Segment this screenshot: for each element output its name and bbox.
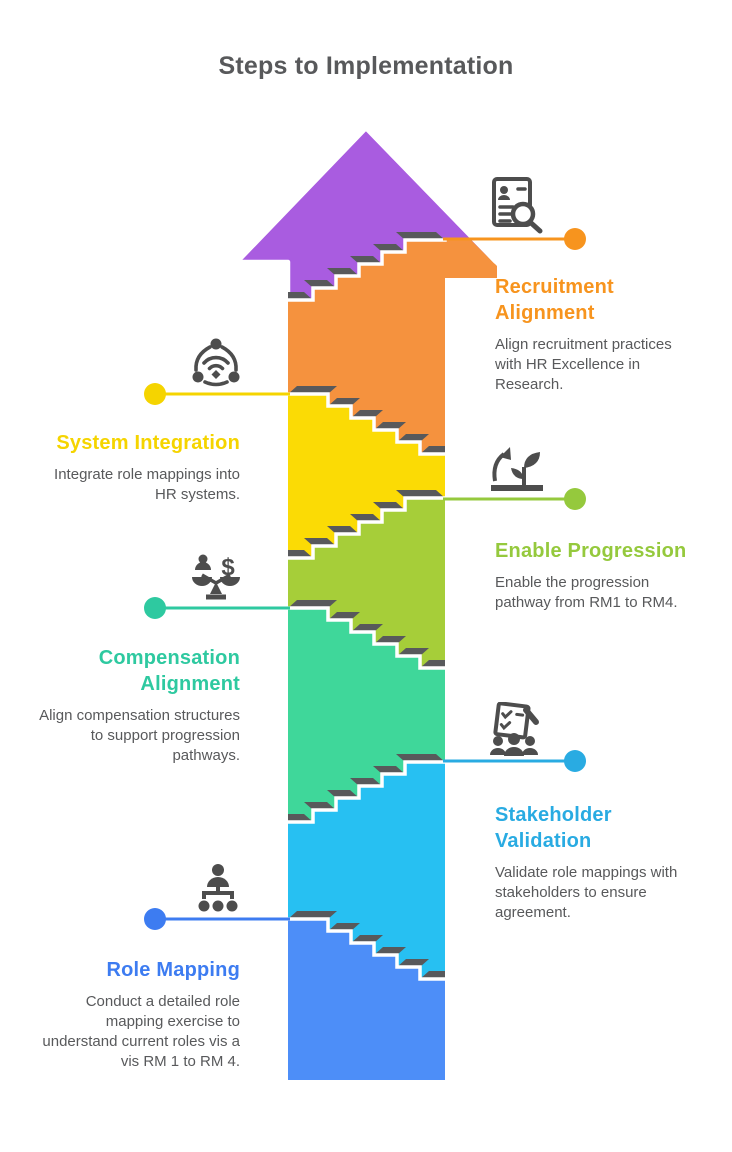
growth-sprout-icon <box>491 447 543 491</box>
step-system-integration: System Integration Integrate role mappin… <box>38 430 240 505</box>
step-description: Enable the progression pathway from RM1 … <box>495 574 678 611</box>
step-title: Compensation Alignment <box>98 647 240 695</box>
step-title: System Integration <box>56 432 240 454</box>
step-recruitment-alignment: Recruitment Alignment Align recruitment … <box>495 274 697 395</box>
balance-scale-icon: $ <box>192 554 240 600</box>
step-title: Enable Progression <box>495 540 687 562</box>
step-stakeholder-validation: Stakeholder Validation Validate role map… <box>495 802 697 923</box>
step-description: Validate role mappings with stakeholders… <box>495 864 678 921</box>
resume-search-icon <box>492 177 543 234</box>
step-description: Align recruitment practices with HR Exce… <box>495 336 672 393</box>
svg-text:$: $ <box>221 554 235 581</box>
step-title: Recruitment Alignment <box>495 276 614 324</box>
step-role-mapping: Role Mapping Conduct a detailed role map… <box>38 957 240 1072</box>
step-title: Stakeholder Validation <box>495 804 612 852</box>
step-description: Align compensation structures to support… <box>39 707 240 764</box>
network-nodes-icon <box>192 338 240 387</box>
step-compensation-alignment: Compensation Alignment Align compensatio… <box>38 645 240 766</box>
page-title: Steps to Implementation <box>218 52 514 80</box>
org-chart-icon <box>198 864 238 912</box>
step-enable-progression: Enable Progression Enable the progressio… <box>495 538 697 613</box>
checklist-people-icon <box>490 702 539 756</box>
step-description: Conduct a detailed role mapping exercise… <box>42 993 240 1070</box>
step-title: Role Mapping <box>106 959 240 981</box>
step-description: Integrate role mappings into HR systems. <box>54 466 240 503</box>
